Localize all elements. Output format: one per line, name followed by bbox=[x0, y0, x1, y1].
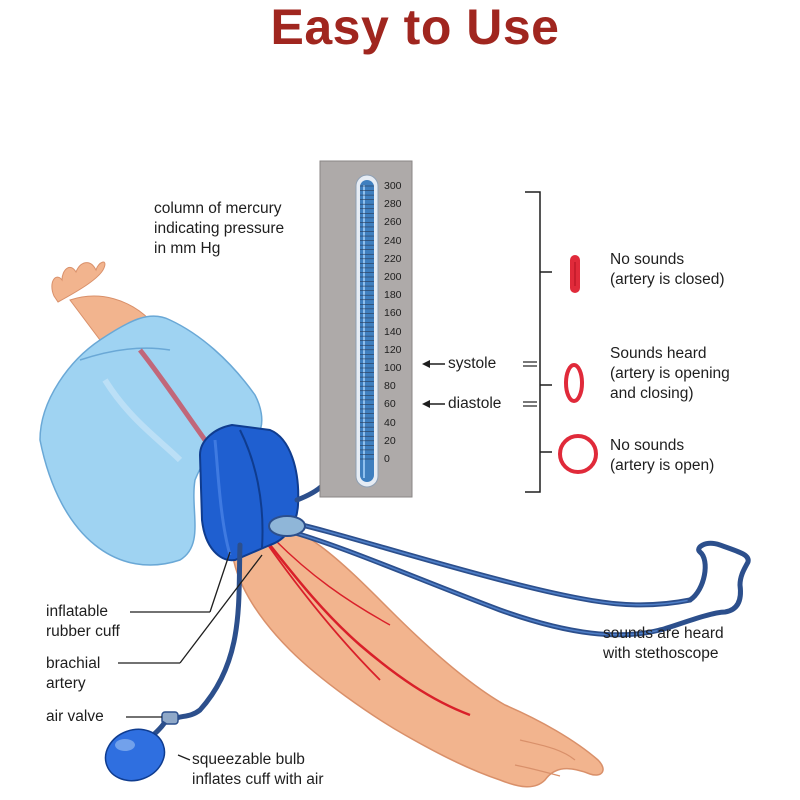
partially-open-artery-icon bbox=[564, 363, 584, 403]
sound-state-open: No sounds (artery is open) bbox=[610, 436, 714, 476]
stethoscope-label-line-2: with stethoscope bbox=[603, 645, 719, 662]
scale-tick-label: 140 bbox=[384, 325, 402, 338]
scale-tick-label: 40 bbox=[384, 416, 396, 429]
brachial-artery-line bbox=[261, 534, 471, 717]
artery-label-line-1: brachial bbox=[46, 655, 101, 672]
scale-tick-label: 300 bbox=[384, 180, 402, 192]
sound-state-heading: No sounds bbox=[610, 251, 685, 268]
sound-state-heading: Sounds heard bbox=[610, 345, 707, 362]
artery-label-line-2: artery bbox=[46, 675, 86, 692]
scale-tick-label: 20 bbox=[384, 434, 396, 447]
sound-state-detail: (artery is open) bbox=[610, 457, 715, 474]
diastole-label: diastole bbox=[448, 395, 502, 412]
scale-tick-label: 160 bbox=[384, 307, 402, 320]
scale-tick-label: 100 bbox=[384, 362, 402, 374]
sound-state-detail: (artery is opening bbox=[610, 365, 730, 382]
scale-tick-label: 80 bbox=[384, 380, 396, 393]
mercury-label-line-1: column of mercury bbox=[154, 200, 282, 217]
sound-state-detail: (artery is closed) bbox=[610, 271, 725, 288]
page-title: Easy to Use bbox=[270, 0, 560, 55]
mercury-label-line-2: indicating pressure bbox=[154, 220, 285, 237]
bulb-label: squeezable bulb inflates cuff with air bbox=[192, 750, 324, 790]
bulb-label-line-1: squeezable bulb bbox=[192, 751, 305, 768]
scale-tick-label: 0 bbox=[384, 453, 390, 465]
cuff-label: inflatable rubber cuff bbox=[46, 602, 120, 642]
scale-tick-label: 120 bbox=[384, 343, 402, 356]
artery-label: brachial artery bbox=[46, 654, 100, 694]
squeezable-bulb-illustration bbox=[104, 728, 166, 782]
cuff-label-line-1: inflatable bbox=[46, 603, 109, 620]
stethoscope-label: sounds are heard with stethoscope bbox=[603, 624, 724, 664]
mercury-column bbox=[360, 180, 374, 482]
closed-artery-icon bbox=[570, 255, 580, 293]
stethoscope-earpieces-illustration bbox=[657, 540, 751, 633]
air-valve-illustration bbox=[161, 711, 179, 725]
mercury-column-label: column of mercury indicating pressure in… bbox=[154, 199, 284, 259]
systole-label: systole bbox=[448, 355, 497, 372]
valve-label: air valve bbox=[46, 708, 104, 725]
stethoscope-chestpiece-illustration bbox=[268, 515, 306, 537]
scale-tick-label: 280 bbox=[384, 198, 402, 211]
sound-state-heading: No sounds bbox=[610, 437, 685, 454]
open-artery-icon bbox=[558, 434, 598, 474]
upper-artery-illustration bbox=[138, 348, 208, 442]
stethoscope-label-line-1: sounds are heard bbox=[603, 625, 724, 642]
forearm-illustration bbox=[231, 519, 604, 788]
scale-tick-label: 260 bbox=[384, 216, 402, 229]
raised-hand-illustration bbox=[51, 261, 106, 303]
scale-tick-label: 180 bbox=[384, 289, 402, 302]
scale-tick-label: 60 bbox=[384, 398, 396, 411]
scale-tick-label: 200 bbox=[384, 271, 402, 283]
mercury-label-line-3: in mm Hg bbox=[154, 240, 221, 257]
sound-state-detail: and closing) bbox=[610, 385, 694, 402]
sound-state-closed: No sounds (artery is closed) bbox=[610, 250, 725, 290]
scale-tick-label: 240 bbox=[384, 234, 402, 247]
scale-tick-label: 220 bbox=[384, 252, 402, 265]
pressure-bracket bbox=[525, 191, 552, 493]
bulb-label-line-2: inflates cuff with air bbox=[192, 771, 324, 788]
sound-state-opening: Sounds heard (artery is opening and clos… bbox=[610, 344, 730, 404]
cuff-label-line-2: rubber cuff bbox=[46, 623, 120, 640]
